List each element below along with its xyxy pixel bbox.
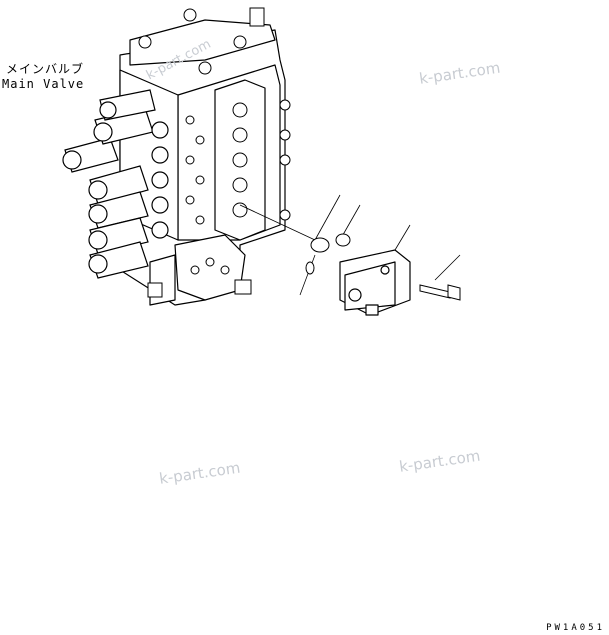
drawing-code: PW1A051 — [546, 623, 605, 633]
main-valve-label-jp: メインバルブ — [6, 62, 85, 76]
o-rings — [305, 233, 351, 275]
main-valve-label-en: Main Valve — [2, 77, 85, 91]
spool-caps — [62, 89, 169, 279]
mounting-bolt — [419, 284, 461, 301]
port-fittings — [138, 7, 291, 298]
pressure-reducing-block — [339, 249, 411, 316]
